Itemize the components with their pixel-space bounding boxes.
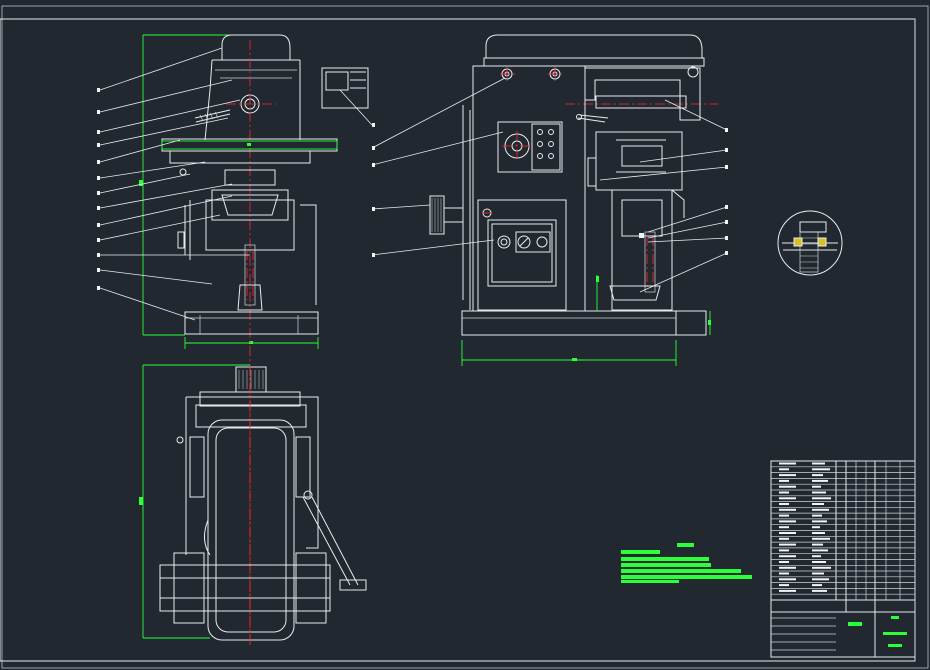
title-block bbox=[770, 460, 916, 658]
detail-view bbox=[777, 210, 843, 276]
motor-icon bbox=[497, 121, 563, 173]
control-panel-icon bbox=[321, 67, 369, 109]
parts-list-text bbox=[779, 462, 796, 465]
parts-list-text bbox=[812, 561, 826, 563]
parts-list-text bbox=[812, 497, 831, 500]
dimension-text bbox=[249, 341, 253, 344]
side-base bbox=[461, 310, 677, 336]
title-block-field bbox=[888, 644, 902, 647]
parts-list-text bbox=[779, 485, 796, 488]
cross-table bbox=[159, 564, 331, 612]
parts-list-text bbox=[812, 508, 829, 511]
parts-list-text bbox=[812, 578, 829, 581]
parts-list-text bbox=[812, 526, 820, 529]
parts-list-text bbox=[779, 468, 789, 471]
elevating-screw bbox=[244, 244, 256, 306]
parts-list-text bbox=[812, 543, 823, 546]
outer-border bbox=[1, 5, 929, 669]
drawing-title-mark bbox=[848, 622, 862, 626]
parts-list-text bbox=[812, 491, 826, 494]
ram-plan bbox=[207, 419, 295, 641]
parts-list-text bbox=[779, 537, 789, 540]
parts-list-text bbox=[779, 561, 789, 563]
dimension-text bbox=[139, 180, 143, 186]
column-body bbox=[204, 59, 301, 141]
parts-list-text bbox=[779, 479, 789, 482]
knee bbox=[205, 199, 295, 251]
parts-list-text bbox=[812, 589, 827, 592]
electrical-cabinet bbox=[477, 199, 567, 311]
parts-list-text bbox=[779, 549, 789, 552]
side-knee bbox=[595, 131, 683, 191]
ram-head bbox=[221, 34, 291, 61]
parts-list-text bbox=[779, 572, 789, 575]
part-leaders-side bbox=[371, 77, 728, 293]
parts-list-text bbox=[779, 503, 789, 505]
front-height-dimension bbox=[142, 34, 230, 336]
column bbox=[472, 65, 586, 312]
parts-list-text bbox=[779, 555, 796, 558]
side-view bbox=[371, 34, 728, 366]
parts-list-text bbox=[779, 514, 789, 517]
parts-list-text bbox=[812, 537, 830, 540]
parts-list-text bbox=[779, 589, 796, 592]
parts-list-text bbox=[812, 566, 831, 569]
front-base bbox=[184, 311, 319, 335]
parts-list-text bbox=[779, 584, 789, 587]
parts-list-text bbox=[812, 584, 822, 587]
parts-list-text bbox=[779, 578, 796, 581]
hand-wheel-icon bbox=[429, 195, 445, 235]
inner-frame bbox=[0, 18, 916, 662]
side-ram bbox=[485, 34, 703, 59]
parts-list-text bbox=[779, 566, 796, 569]
parts-list-text bbox=[779, 474, 796, 477]
parts-list-text bbox=[779, 532, 796, 534]
title-block-field bbox=[883, 632, 907, 635]
parts-list-text bbox=[779, 497, 796, 500]
side-elevating-screw bbox=[644, 231, 656, 293]
parts-list-text bbox=[812, 520, 827, 523]
parts-list-text bbox=[812, 479, 828, 482]
top-view bbox=[139, 364, 367, 645]
parts-list-text bbox=[812, 532, 825, 534]
parts-list-text bbox=[812, 549, 828, 552]
parts-list-text bbox=[779, 508, 796, 511]
parts-list-text bbox=[812, 462, 825, 465]
parts-list-text bbox=[812, 485, 821, 488]
parts-list-text bbox=[779, 526, 789, 529]
parts-list-text bbox=[779, 543, 796, 546]
technical-notes bbox=[621, 543, 752, 583]
parts-list-text bbox=[812, 503, 824, 505]
parts-list-text bbox=[812, 474, 823, 477]
parts-list-text bbox=[812, 555, 821, 558]
side-width-dimension bbox=[461, 340, 677, 366]
detail-screw bbox=[799, 231, 819, 273]
front-view bbox=[97, 34, 375, 640]
parts-list-text bbox=[779, 520, 796, 523]
saddle bbox=[224, 169, 276, 186]
title-block-field bbox=[891, 616, 899, 619]
parts-list-text bbox=[779, 491, 789, 494]
part-leaders-front bbox=[97, 47, 250, 321]
parts-list-text bbox=[812, 572, 824, 575]
parts-list-text bbox=[812, 468, 830, 471]
parts-list-text bbox=[812, 514, 822, 517]
